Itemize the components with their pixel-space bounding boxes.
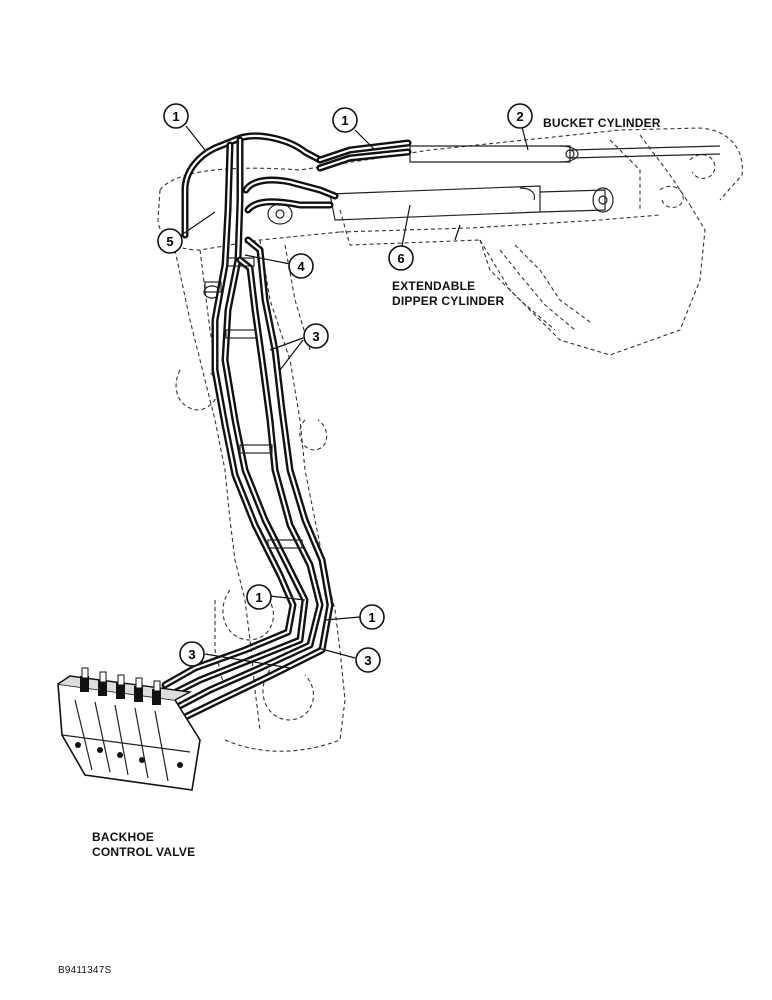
svg-text:4: 4	[297, 259, 305, 274]
svg-text:3: 3	[364, 653, 371, 668]
boom-outline	[157, 127, 743, 752]
callout-3-lower-left: 3	[179, 641, 205, 667]
svg-text:3: 3	[188, 647, 195, 662]
leader-lines	[179, 125, 529, 669]
callout-3-lower-right: 3	[355, 647, 381, 673]
hose-clamps	[204, 257, 303, 549]
svg-text:1: 1	[172, 109, 179, 124]
callout-1-top-left: 1	[163, 103, 189, 129]
svg-text:3: 3	[312, 329, 319, 344]
callout-6: 6	[388, 245, 414, 271]
callout-1-lower-left: 1	[246, 584, 272, 610]
extendable-dipper-cylinder-label: EXTENDABLE DIPPER CYLINDER	[392, 279, 505, 308]
extendable-dipper-cylinder	[329, 185, 614, 221]
bucket-cylinder	[409, 145, 721, 163]
svg-text:1: 1	[368, 610, 375, 625]
svg-text:6: 6	[397, 251, 404, 266]
dipper-and-bucket-outline	[339, 134, 716, 356]
callout-1-lower-right: 1	[359, 604, 385, 630]
callout-2: 2	[507, 103, 533, 129]
svg-text:1: 1	[255, 590, 262, 605]
control-valve-block	[57, 667, 201, 791]
svg-text:1: 1	[341, 113, 348, 128]
hose-bundle	[156, 132, 412, 726]
boom-pivot	[203, 203, 293, 299]
callout-1-top-center: 1	[332, 107, 358, 133]
svg-text:2: 2	[516, 109, 523, 124]
backhoe-control-valve-label: BACKHOE CONTROL VALVE	[92, 830, 196, 859]
callout-5: 5	[157, 228, 183, 254]
svg-text:5: 5	[166, 234, 173, 249]
callout-3-upper: 3	[303, 323, 329, 349]
figure-id: B9411347S	[58, 965, 112, 976]
bucket-cylinder-label: BUCKET CYLINDER	[543, 116, 661, 130]
callout-4: 4	[288, 253, 314, 279]
